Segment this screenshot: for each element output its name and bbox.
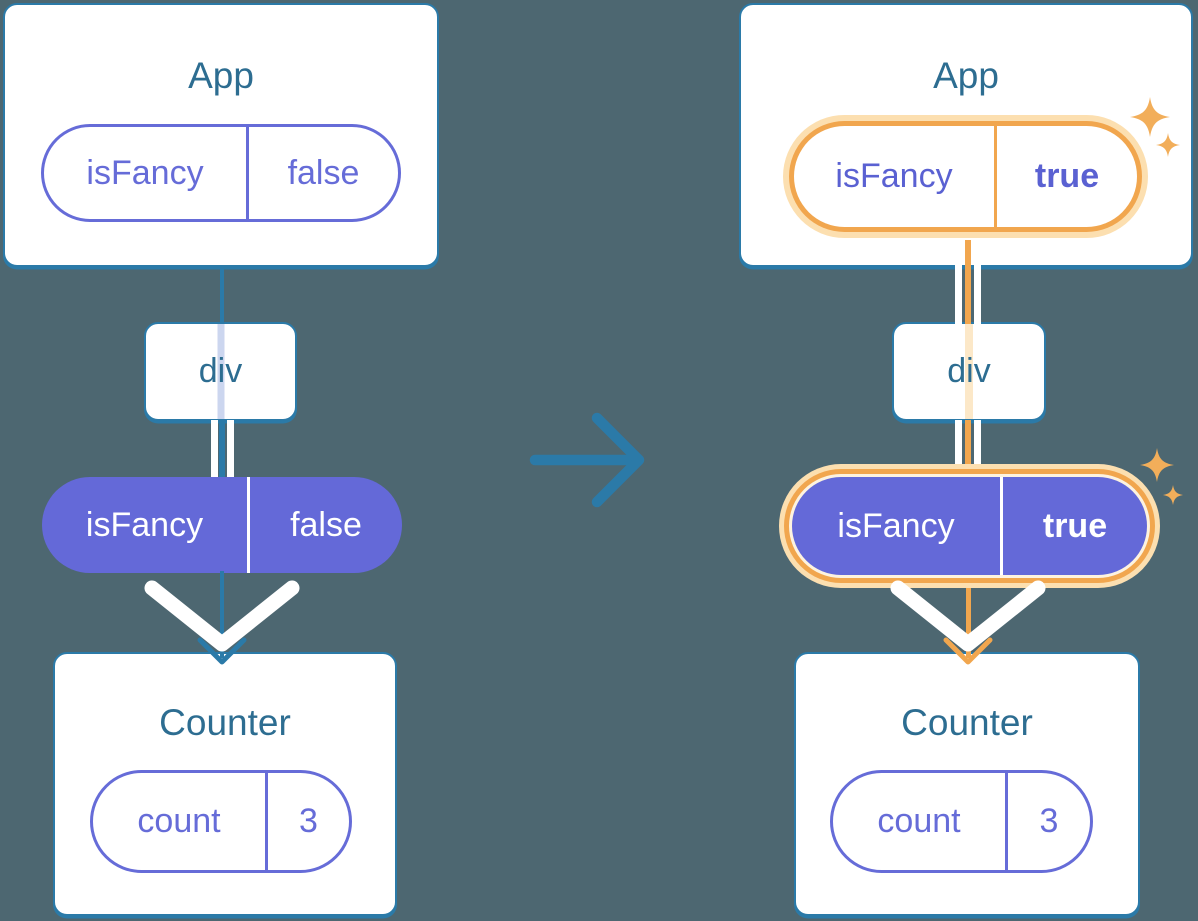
prop-value: false: [247, 477, 402, 573]
left-app-prop-pill: isFancy false: [41, 124, 401, 222]
right-prop-passthrough-line: [965, 324, 973, 419]
right-passed-prop-pill-highlighted: isFancy true: [792, 477, 1147, 575]
left-prop-passthrough-line: [217, 324, 224, 419]
arrow-right-icon: [529, 412, 645, 508]
right-prop-flow-line-right2: [974, 420, 981, 479]
right-edge-div-pill: [965, 420, 971, 479]
right-counter-card: Counter count 3: [794, 652, 1140, 916]
right-prop-flow-line-left: [955, 240, 962, 324]
prop-name: isFancy: [835, 157, 953, 195]
left-arrowhead-icon: [197, 637, 247, 665]
prop-value: false: [246, 127, 398, 219]
left-app-card: App isFancy false: [3, 3, 439, 267]
left-counter-title: Counter: [159, 702, 291, 743]
state-value: 3: [1005, 773, 1090, 870]
left-prop-flow-chevron-icon: [144, 580, 300, 652]
right-div-label: div: [947, 352, 991, 390]
sparkles-icon: [1140, 448, 1183, 505]
right-prop-flow-line-right: [974, 240, 981, 324]
right-div-card: div: [892, 322, 1046, 421]
left-counter-card: Counter count 3: [53, 652, 397, 916]
state-name: count: [877, 802, 961, 840]
left-passed-prop-pill: isFancy false: [42, 477, 402, 573]
state-value: 3: [265, 773, 349, 870]
prop-name: isFancy: [837, 506, 955, 545]
right-prop-flow-line-left2: [955, 420, 962, 479]
left-edge-app-div: [220, 266, 224, 324]
left-div-label: div: [198, 352, 243, 390]
right-prop-flow-chevron-icon: [890, 580, 1046, 652]
prop-name: isFancy: [85, 505, 204, 544]
right-app-card: App isFancy true: [739, 3, 1193, 267]
left-prop-flow-line-left: [211, 420, 218, 479]
left-prop-flow-line-right: [227, 420, 234, 479]
left-app-title: App: [188, 55, 254, 96]
prop-value: true: [994, 126, 1137, 227]
right-edge-app-div: [965, 240, 971, 324]
right-app-title: App: [933, 55, 999, 96]
prop-value: true: [1000, 477, 1147, 575]
left-edge-pill-counter: [220, 571, 224, 658]
right-edge-pill-counter: [966, 588, 971, 658]
prop-name: isFancy: [86, 153, 204, 192]
left-div-card: div: [144, 322, 297, 421]
left-edge-div-pill: [219, 420, 225, 479]
sparkles-icon: [1130, 97, 1180, 157]
right-counter-state-pill: count 3: [830, 770, 1093, 873]
right-arrowhead-icon: [943, 637, 993, 665]
right-app-prop-pill-highlighted: isFancy true: [794, 126, 1137, 227]
right-counter-title: Counter: [901, 702, 1033, 743]
state-name: count: [137, 802, 221, 840]
left-counter-state-pill: count 3: [90, 770, 352, 873]
